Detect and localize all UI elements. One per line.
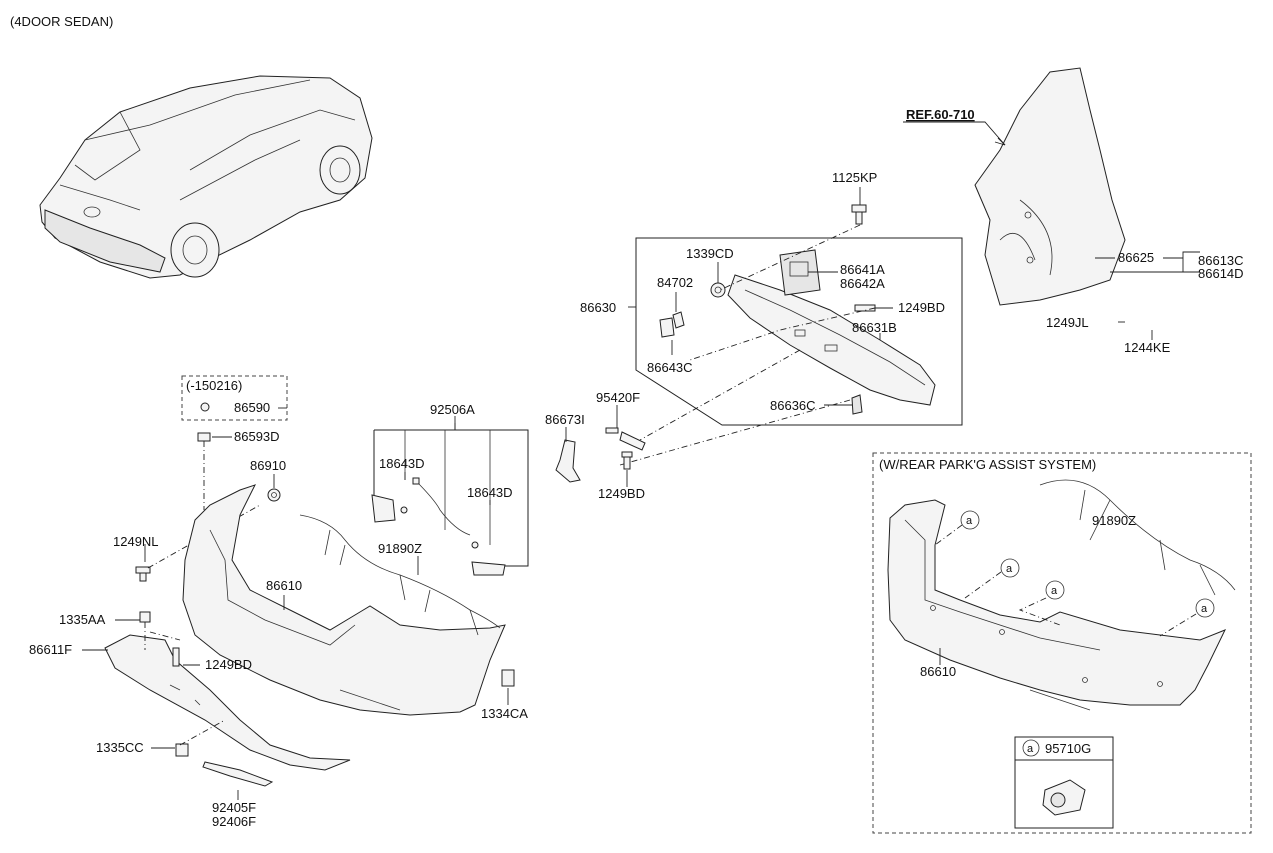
marker-a-5: a [1022,739,1040,757]
marker-a-4: a [1195,598,1215,618]
nut-1334CA [501,669,515,687]
label-86613C[interactable]: 86613C [1198,253,1244,268]
trim-92405F [202,761,274,787]
label-86643C[interactable]: 86643C [647,360,693,375]
label-86630[interactable]: 86630 [580,300,616,315]
clip-86593D [197,432,211,442]
bolt-1125KP [851,204,867,225]
label-1339CD[interactable]: 1339CD [686,246,734,261]
grommet-86910 [267,488,281,502]
nut-1339CD [710,282,726,298]
svg-text:a: a [1051,585,1058,597]
label-1249BD-c[interactable]: 1249BD [205,657,252,672]
label-86636C[interactable]: 86636C [770,398,816,413]
label-86610-b[interactable]: 86610 [920,664,956,679]
wiring-91890Z [299,514,501,636]
clip-1335CC [175,743,189,757]
marker-a-3: a [1045,580,1065,600]
label-92405F[interactable]: 92405F [212,800,256,815]
label-95710G[interactable]: 95710G [1045,741,1091,756]
bracket-group-box [635,237,963,426]
label-84702[interactable]: 84702 [657,275,693,290]
park-assist-box [872,452,1252,834]
rear-bracket-assembly [727,249,936,415]
label-86610[interactable]: 86610 [266,578,302,593]
car-illustration [39,75,373,279]
label-1249JL[interactable]: 1249JL [1046,315,1089,330]
label-86593D[interactable]: 86593D [234,429,280,444]
label-1125KP[interactable]: 1125KP [832,170,877,185]
variant-label: (4DOOR SEDAN) [10,14,113,29]
label-86631B[interactable]: 86631B [852,320,897,335]
bolt-1249BD-c [172,647,180,667]
svg-text:a: a [1201,603,1208,615]
label-86673I[interactable]: 86673I [545,412,585,427]
label-86641A[interactable]: 86641A [840,262,885,277]
park-assist-title: (W/REAR PARK'G ASSIST SYSTEM) [879,457,1096,472]
marker-a-1: a [960,510,980,530]
bolt-1249BD-b [621,451,633,470]
label-86590[interactable]: 86590 [234,400,270,415]
bolt-1249BD-a [854,304,876,312]
sensor-95710G [1042,779,1086,816]
bumper-park-assist [887,499,1227,711]
svg-text:a: a [1006,563,1013,575]
label-86611F[interactable]: 86611F [29,642,72,657]
label-1335AA[interactable]: 1335AA [59,612,106,627]
bracket-95420F [605,427,646,451]
harness-92506A [400,477,479,549]
quarter-panel [974,67,1126,306]
clip-86643C [659,317,675,338]
label-1249BD-a[interactable]: 1249BD [898,300,945,315]
label-86625[interactable]: 86625 [1118,250,1154,265]
label-1244KE[interactable]: 1244KE [1124,340,1171,355]
label-1249BD-b[interactable]: 1249BD [598,486,645,501]
label-1249NL[interactable]: 1249NL [113,534,159,549]
label-1334CA[interactable]: 1334CA [481,706,528,721]
bumper-cover-86610 [182,484,506,716]
lamp-left [371,494,396,523]
sensor-box [1014,736,1114,829]
label-92406F[interactable]: 92406F [212,814,256,829]
lamp-right [471,561,506,576]
wiring-91890Z-b [1039,479,1236,596]
label-91890Z-b[interactable]: 91890Z [1092,513,1136,528]
label-18643D-b[interactable]: 18643D [467,485,513,500]
date-range-box [181,375,288,421]
bolt-1249NL [135,566,151,582]
date-range-note: (-150216) [186,378,242,393]
ref-label: REF.60-710 [906,107,975,122]
label-92506A[interactable]: 92506A [430,402,475,417]
clip-1335AA [139,611,151,623]
marker-a-2: a [1000,558,1020,578]
bracket-86673I [555,439,581,483]
label-86910[interactable]: 86910 [250,458,286,473]
label-86614D[interactable]: 86614D [1198,266,1244,281]
clip-86590 [200,402,210,412]
label-95420F[interactable]: 95420F [596,390,640,405]
label-1335CC[interactable]: 1335CC [96,740,144,755]
svg-text:a: a [1027,743,1034,755]
leaders [82,187,1200,800]
clip-84702 [672,311,685,329]
label-91890Z[interactable]: 91890Z [378,541,422,556]
label-86642A[interactable]: 86642A [840,276,885,291]
svg-text:a: a [966,515,973,527]
label-18643D-a[interactable]: 18643D [379,456,425,471]
lower-valance-86611F [104,634,351,771]
